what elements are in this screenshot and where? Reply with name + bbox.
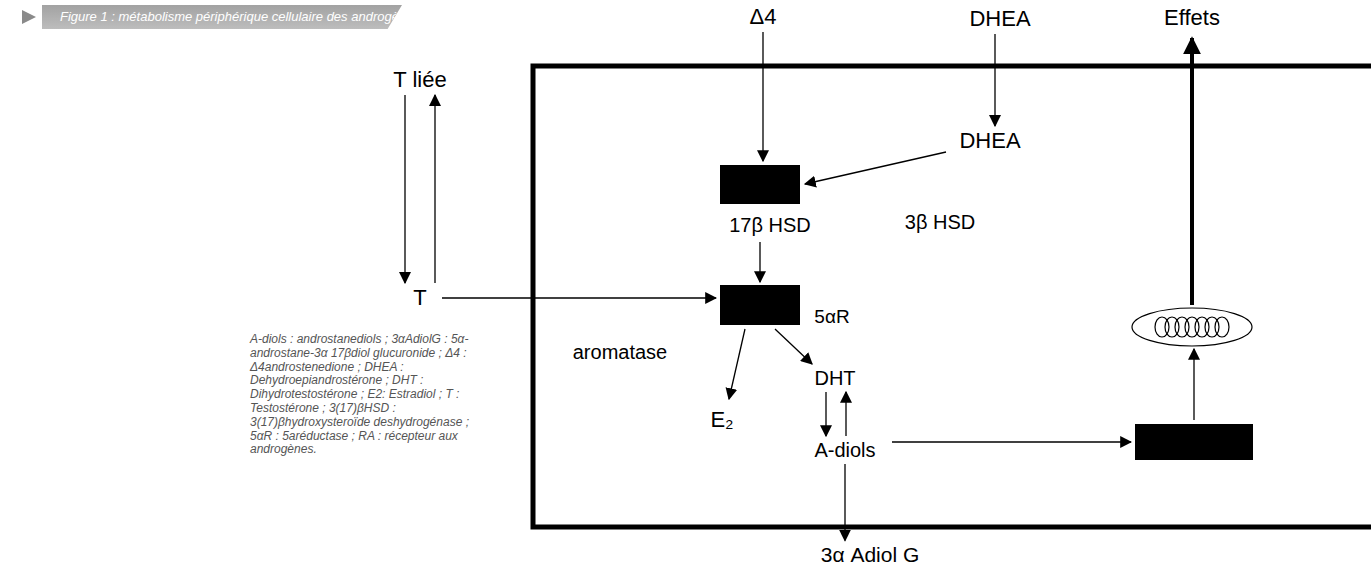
metabolite-label: DHT xyxy=(811,366,858,390)
enzyme-label: 17β HSD xyxy=(729,214,811,236)
metabolite-name: E₂ xyxy=(710,408,733,432)
metabolite-name: A-diols xyxy=(814,439,875,461)
metabolite-name: DHT xyxy=(814,367,855,389)
metabolite-label: T xyxy=(410,285,429,311)
metabolite-label: A-diols xyxy=(811,438,878,462)
conversion-arrow xyxy=(994,34,995,126)
abbreviation-note: A-diols : androstanediols ; 3αAdiolG : 5… xyxy=(250,333,490,457)
effects-arrow xyxy=(1190,38,1194,305)
metabolite-label: Effets xyxy=(1161,5,1223,31)
masked-box xyxy=(720,165,800,204)
masked-box xyxy=(1135,424,1253,460)
cell-membrane xyxy=(533,66,1371,527)
arrow xyxy=(775,329,812,364)
arrow xyxy=(892,441,1131,442)
metabolite-name: DHEA xyxy=(969,7,1030,31)
title-marker xyxy=(22,10,36,24)
conversion-arrow xyxy=(404,95,405,283)
arrow xyxy=(1193,349,1194,420)
arrow xyxy=(442,297,716,298)
conversion-arrow xyxy=(434,95,435,283)
arrow xyxy=(762,32,763,161)
enzyme-label: 5αR xyxy=(814,307,849,328)
metabolite-name: T xyxy=(413,286,426,310)
enzyme-label: aromatase xyxy=(573,341,668,363)
metabolite-label: T liée xyxy=(390,67,449,93)
enzyme-label: 3β HSD xyxy=(905,211,975,233)
conversion-arrow xyxy=(844,464,845,540)
arrow xyxy=(759,242,760,282)
metabolite-name: DHEA xyxy=(959,129,1020,153)
arrow xyxy=(729,329,745,399)
pathway-arrows xyxy=(442,32,1194,442)
metabolite-label: DHEA xyxy=(966,6,1033,32)
dna-helix xyxy=(1132,308,1252,346)
figure-title: Figure 1 : métabolisme périphérique cell… xyxy=(42,5,402,29)
metabolite-name: Δ4 xyxy=(750,5,777,29)
masked-box xyxy=(720,285,800,325)
metabolite-label: DHEA xyxy=(956,128,1023,154)
arrow xyxy=(805,152,946,184)
metabolite-label: Δ4 xyxy=(747,4,780,30)
metabolite-name: Effets xyxy=(1164,6,1220,30)
metabolite-label: E₂ xyxy=(707,407,736,433)
conversion-arrow xyxy=(845,392,846,436)
metabolite-label: 3α Adiol G xyxy=(818,542,923,567)
metabolite-name: T liée xyxy=(393,68,446,92)
conversion-arrow xyxy=(825,392,826,436)
metabolite-name: 3α Adiol G xyxy=(821,543,920,566)
